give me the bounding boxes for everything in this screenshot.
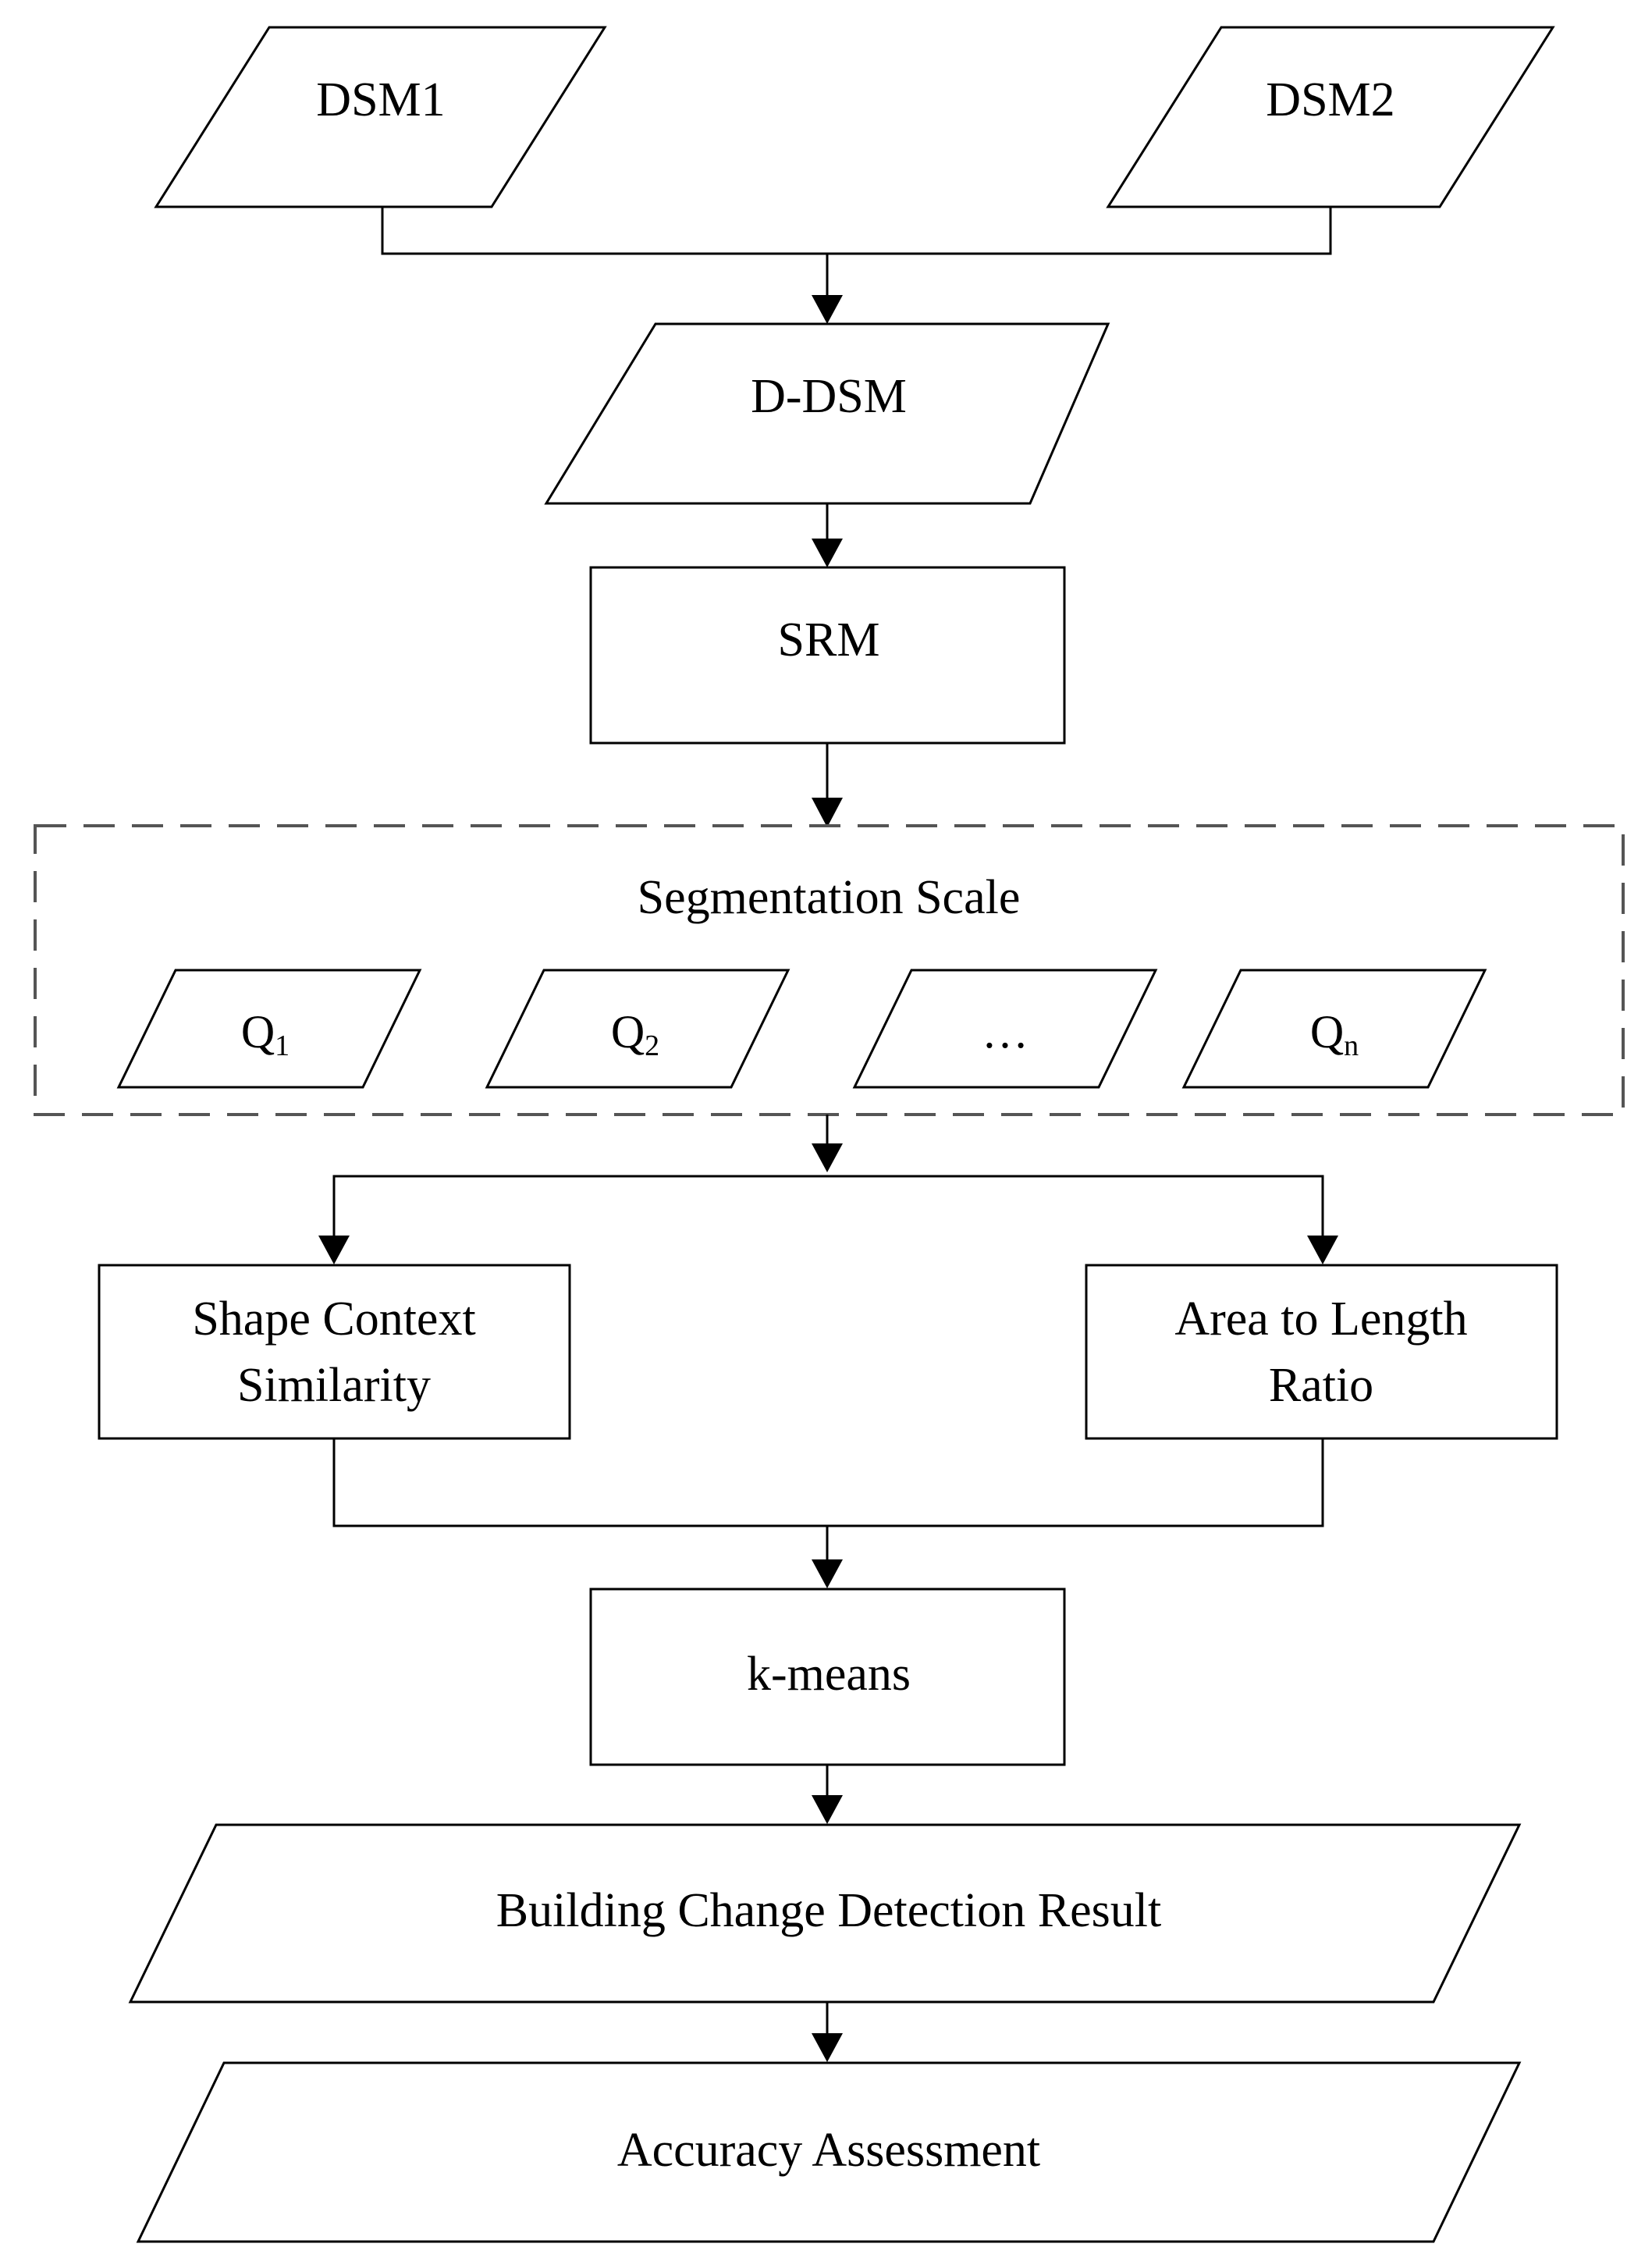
segmentation-scale-group: Segmentation Scale Q1 Q2 … Qn [34,824,1625,1116]
arrow-kmeans-result [812,1765,843,1824]
shape-context-line1: Shape Context [192,1293,475,1346]
split-connector [318,1115,1338,1264]
dsm2-label: DSM2 [1266,73,1394,126]
srm-label: SRM [778,613,880,667]
kmeans-node: k-means [589,1588,1066,1766]
q2-sub: 2 [645,1029,659,1062]
q-ellipsis-node: … [852,969,1158,1089]
q1-label: Q1 [241,1006,290,1062]
kmeans-label: k-means [747,1648,911,1701]
shape-context-node: Shape Context Similarity [98,1264,571,1440]
q1-sub: 1 [275,1029,290,1062]
arrow-result-accuracy [812,2002,843,2062]
arrow-srm-segmentation [812,743,843,827]
q2-label: Q2 [611,1006,659,1062]
d-dsm-label: D-DSM [751,370,907,423]
dsm1-label: DSM1 [316,73,445,126]
srm-node: SRM [589,566,1066,745]
q-ellipsis-label: … [982,1006,1029,1058]
result-node: Building Change Detection Result [128,1823,1522,2004]
dsm2-node: DSM2 [1106,26,1555,208]
q1-base: Q [241,1006,275,1058]
area-ratio-node: Area to Length Ratio [1085,1264,1558,1440]
accuracy-label: Accuracy Assessment [617,2124,1040,2177]
shape-context-line2: Similarity [237,1359,431,1412]
qn-label: Qn [1310,1006,1359,1062]
result-label: Building Change Detection Result [496,1884,1161,1937]
accuracy-node: Accuracy Assessment [136,2061,1522,2243]
qn-base: Q [1310,1006,1344,1058]
q2-base: Q [611,1006,645,1058]
d-dsm-node: D-DSM [544,322,1110,505]
area-ratio-line2: Ratio [1269,1359,1373,1412]
segmentation-title: Segmentation Scale [638,871,1021,924]
merge-connector-top [381,207,1332,324]
dsm1-node: DSM1 [154,26,607,208]
qn-sub: n [1344,1029,1359,1062]
merge-connector-bottom [332,1438,1324,1588]
qn-node: Qn [1181,969,1487,1089]
arrow-ddsm-srm [812,503,843,567]
q2-node: Q2 [485,969,790,1089]
q1-node: Q1 [116,969,422,1089]
area-ratio-line1: Area to Length [1174,1293,1467,1346]
